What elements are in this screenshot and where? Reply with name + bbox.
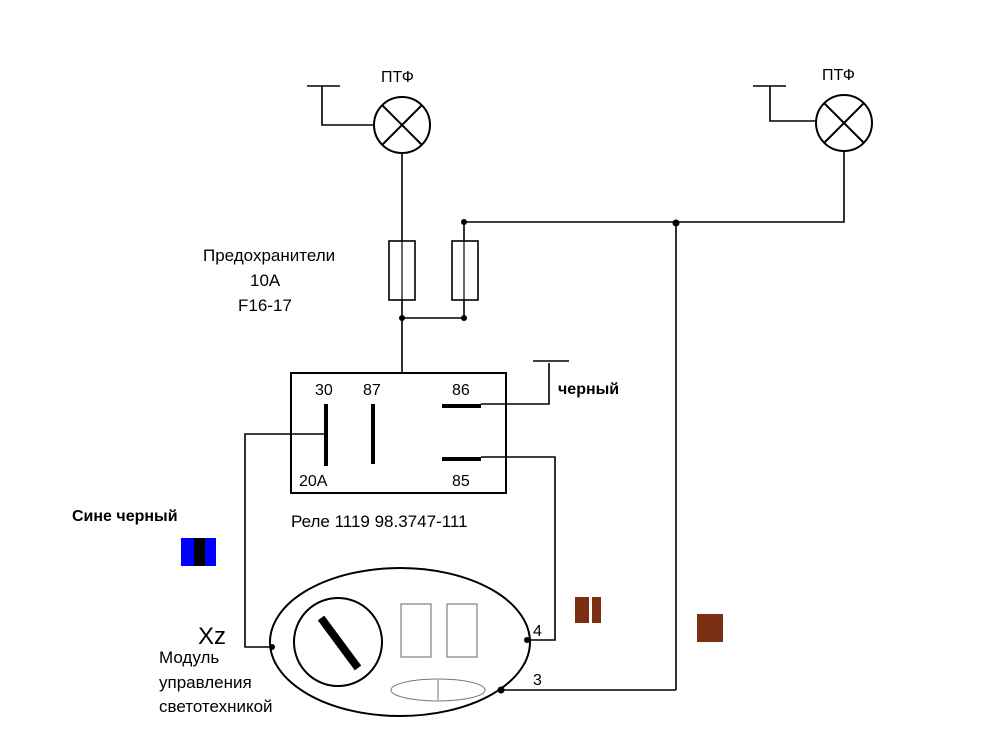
- ground-wire-label: черный: [558, 381, 619, 398]
- junction-dot: [672, 219, 680, 227]
- fuse-body: [451, 240, 479, 301]
- module-title-line2: управления: [159, 673, 252, 692]
- relay-pin-87: 87: [363, 382, 381, 399]
- swatch-black-stripe: [194, 538, 205, 566]
- fuse-output-bridge: [401, 300, 465, 319]
- brown-wire-swatch: [697, 614, 723, 642]
- module-terminal: [269, 644, 275, 650]
- module-title-line1: Модуль: [159, 648, 219, 667]
- fuses-ids: F16-17: [238, 296, 292, 315]
- blue-black-wire-label: Сине черный: [72, 508, 178, 525]
- right-lamp-ground-wire: [769, 86, 816, 122]
- module-pin-3: 3: [533, 672, 542, 689]
- blue-black-wire-swatch: [181, 538, 216, 566]
- right-lamp-to-fuse-wire: [463, 151, 845, 241]
- left-lamp-label: ПТФ: [381, 69, 414, 86]
- fuses-rating: 10А: [250, 271, 281, 290]
- module-terminal: [524, 637, 530, 643]
- relay: 30 87 86 85 20A: [290, 372, 507, 494]
- module-connector-label: Xz: [198, 623, 226, 650]
- module-window-right: [446, 603, 478, 658]
- fuses-title: Предохранители: [203, 246, 335, 265]
- left-lamp-ground-wire: [321, 86, 374, 126]
- right-fog-lamp: ПТФ: [753, 67, 873, 152]
- relay-30-to-module-wire: [244, 433, 326, 648]
- relay-pin-86: 86: [452, 382, 470, 399]
- swatch-brown: [575, 597, 601, 623]
- module-switch-indicator: [317, 615, 362, 671]
- junction-dot: [461, 219, 467, 225]
- junction-dot: [461, 315, 467, 321]
- left-lamp-cross-b: [381, 104, 423, 146]
- module-terminal: [497, 686, 505, 694]
- relay-85-to-module-pin4-wire: [481, 456, 556, 641]
- brown-wire-swatch-striped: [575, 597, 601, 623]
- relay-86-ground-wire: [481, 363, 550, 405]
- swatch-stripe: [589, 597, 592, 623]
- module-window-left: [400, 603, 432, 658]
- module-pin-4: 4: [533, 623, 542, 640]
- light-control-module: 4 3: [269, 567, 542, 717]
- relay-pin-85: 85: [452, 473, 470, 490]
- module-title-line3: светотехникой: [159, 697, 273, 716]
- left-fog-lamp: ПТФ: [307, 69, 431, 154]
- fuse-f16: [388, 240, 416, 301]
- relay-pin-30: 30: [315, 382, 333, 399]
- right-lamp-label: ПТФ: [822, 67, 855, 84]
- fuse-f17: [451, 240, 479, 301]
- relay-name: Реле 1119 98.3747-111: [291, 512, 468, 531]
- right-lamp-cross-b: [823, 102, 865, 144]
- relay-current-rating: 20A: [299, 473, 328, 490]
